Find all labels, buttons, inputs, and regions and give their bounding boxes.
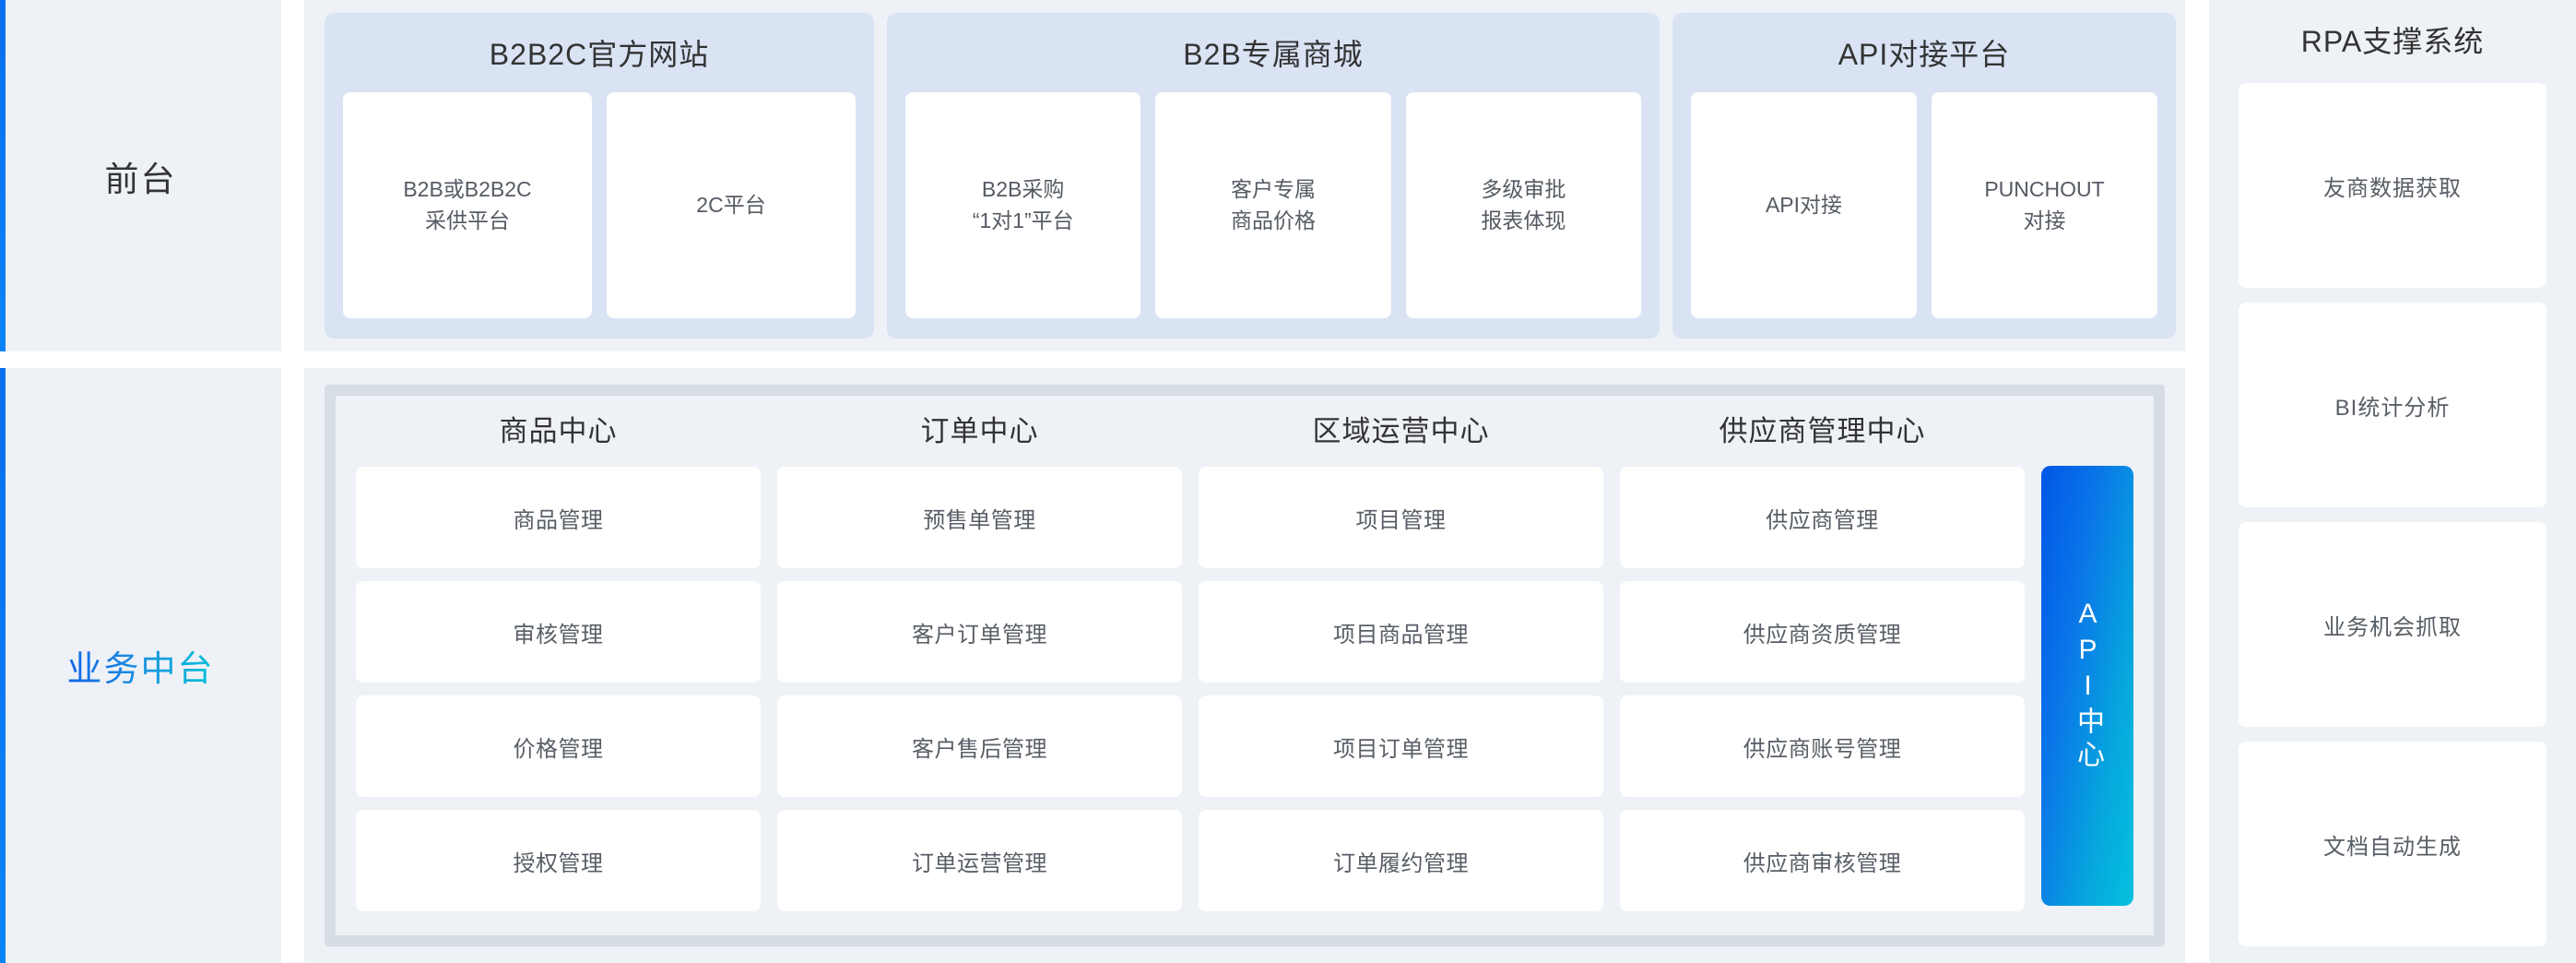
group-title-rpa-support-system: RPA支撑系统	[2300, 25, 2485, 58]
accent-bar-middle	[0, 368, 6, 963]
group-cards-b2b-mall: B2B采购 “1对1”平台 客户专属 商品价格 多级审批 报表体现	[905, 92, 1641, 318]
tile-line: B2B或B2B2C	[403, 177, 532, 202]
middle-column-regional-operation-center: 区域运营中心 项目管理 项目商品管理 项目订单管理 订单履约管理	[1199, 409, 1603, 911]
row-divider-gap	[0, 351, 2576, 368]
column-items-order-center: 预售单管理 客户订单管理 客户售后管理 订单运营管理	[777, 467, 1182, 911]
tile-line: B2B采购	[981, 177, 1065, 202]
group-cards-api-platform: API对接 PUNCHOUT 对接	[1691, 92, 2157, 318]
item-presale-order-management[interactable]: 预售单管理	[777, 467, 1182, 569]
item-order-operation-management[interactable]: 订单运营管理	[777, 810, 1182, 911]
tile-punchout-integration[interactable]: PUNCHOUT 对接	[1932, 92, 2157, 318]
item-supplier-audit-management[interactable]: 供应商审核管理	[1620, 810, 2025, 911]
tile-customer-exclusive-price[interactable]: 客户专属 商品价格	[1155, 92, 1391, 318]
tile-line: 多级审批	[1481, 177, 1566, 202]
item-supplier-management[interactable]: 供应商管理	[1620, 467, 2025, 569]
rpa-support-system-column: RPA支撑系统 友商数据获取 BI统计分析 业务机会抓取 文档自动生成	[2209, 0, 2576, 963]
item-product-management[interactable]: 商品管理	[356, 467, 761, 569]
tile-line: 对接	[2023, 208, 2066, 232]
item-supplier-qualification-management[interactable]: 供应商资质管理	[1620, 581, 2025, 684]
item-order-fulfillment-management[interactable]: 订单履约管理	[1199, 810, 1603, 911]
api-center-panel[interactable]: API中心	[2041, 466, 2133, 906]
tile-b2b-or-b2b2c-platform[interactable]: B2B或B2B2C 采供平台	[343, 92, 592, 318]
front-stage-content: B2B2C官方网站 B2B或B2B2C 采供平台 2C平台	[304, 0, 2196, 351]
middle-stage-row: 业务中台 商品中心 商品管理 审核管理 价格管理 授权管理 订单中心	[0, 368, 2576, 963]
item-customer-order-management[interactable]: 客户订单管理	[777, 581, 1182, 684]
tile-2c-platform[interactable]: 2C平台	[607, 92, 856, 318]
rpa-item-list: 友商数据获取 BI统计分析 业务机会抓取 文档自动生成	[2239, 83, 2546, 947]
front-group-api-platform: API对接平台 API对接 PUNCHOUT 对接	[1672, 13, 2176, 339]
column-title-order-center: 订单中心	[920, 415, 1039, 447]
middle-column-product-center: 商品中心 商品管理 审核管理 价格管理 授权管理	[356, 409, 761, 911]
column-spacer-middle	[281, 368, 304, 963]
front-stage-label-column: 前台	[0, 0, 281, 351]
middle-column-supplier-management-center: 供应商管理中心 供应商管理 供应商资质管理 供应商账号管理 供应商审核管理	[1620, 409, 2025, 911]
item-project-management[interactable]: 项目管理	[1199, 467, 1603, 569]
group-title-api-platform: API对接平台	[1837, 38, 2011, 71]
rpa-rail: RPA支撑系统 友商数据获取 BI统计分析 业务机会抓取 文档自动生成	[2185, 0, 2576, 963]
accent-bar-front	[0, 0, 6, 351]
column-title-product-center: 商品中心	[499, 415, 618, 447]
rpa-item-competitor-data-acquisition[interactable]: 友商数据获取	[2239, 83, 2546, 289]
front-group-b2b2c-website: B2B2C官方网站 B2B或B2B2C 采供平台 2C平台	[325, 13, 874, 339]
rpa-item-bi-statistical-analysis[interactable]: BI统计分析	[2239, 303, 2546, 508]
item-price-management[interactable]: 价格管理	[356, 696, 761, 798]
tile-line: PUNCHOUT	[1984, 177, 2105, 202]
group-title-b2b2c-website: B2B2C官方网站	[489, 38, 710, 71]
item-project-product-management[interactable]: 项目商品管理	[1199, 581, 1603, 684]
item-supplier-account-management[interactable]: 供应商账号管理	[1620, 696, 2025, 798]
front-group-b2b-mall: B2B专属商城 B2B采购 “1对1”平台 客户专属 商品价格	[887, 13, 1660, 339]
tile-multilevel-approval-report[interactable]: 多级审批 报表体现	[1405, 92, 1641, 318]
column-items-product-center: 商品管理 审核管理 价格管理 授权管理	[356, 467, 761, 911]
column-spacer-front	[281, 0, 304, 351]
middle-column-order-center: 订单中心 预售单管理 客户订单管理 客户售后管理 订单运营管理	[777, 409, 1182, 911]
tile-b2b-one-to-one-platform[interactable]: B2B采购 “1对1”平台	[905, 92, 1141, 318]
item-project-order-management[interactable]: 项目订单管理	[1199, 696, 1603, 798]
tile-line: 客户专属	[1230, 177, 1316, 202]
column-title-regional-operation-center: 区域运营中心	[1312, 415, 1490, 447]
middle-stage-content: 商品中心 商品管理 审核管理 价格管理 授权管理 订单中心 预售单管理 客户订单…	[304, 368, 2185, 963]
group-title-b2b-mall: B2B专属商城	[1183, 38, 1364, 71]
item-audit-management[interactable]: 审核管理	[356, 581, 761, 684]
item-authorization-management[interactable]: 授权管理	[356, 810, 761, 911]
tile-line: 报表体现	[1481, 208, 1566, 232]
tile-api-integration[interactable]: API对接	[1691, 92, 1917, 318]
column-title-supplier-management-center: 供应商管理中心	[1719, 415, 1926, 447]
middle-stage-label-column: 业务中台	[0, 368, 281, 963]
group-cards-b2b2c-website: B2B或B2B2C 采供平台 2C平台	[343, 92, 856, 318]
middle-stage-label: 业务中台	[66, 640, 214, 691]
tile-line: 商品价格	[1230, 208, 1316, 232]
tile-line: API对接	[1765, 193, 1843, 218]
rpa-item-business-opportunity-capture[interactable]: 业务机会抓取	[2239, 522, 2546, 728]
rpa-left-spacer	[2185, 0, 2209, 963]
column-items-regional-operation-center: 项目管理 项目商品管理 项目订单管理 订单履约管理	[1199, 467, 1603, 911]
middle-stage-frame: 商品中心 商品管理 审核管理 价格管理 授权管理 订单中心 预售单管理 客户订单…	[325, 385, 2165, 946]
item-customer-aftersales-management[interactable]: 客户售后管理	[777, 696, 1182, 798]
rpa-item-document-auto-generation[interactable]: 文档自动生成	[2239, 742, 2546, 947]
column-items-supplier-management-center: 供应商管理 供应商资质管理 供应商账号管理 供应商审核管理	[1620, 467, 2025, 911]
tile-line: 2C平台	[696, 193, 766, 218]
tile-line: 采供平台	[424, 208, 510, 232]
api-center-label: API中心	[2073, 599, 2103, 773]
front-stage-label: 前台	[104, 160, 177, 198]
tile-line: “1对1”平台	[972, 208, 1074, 232]
